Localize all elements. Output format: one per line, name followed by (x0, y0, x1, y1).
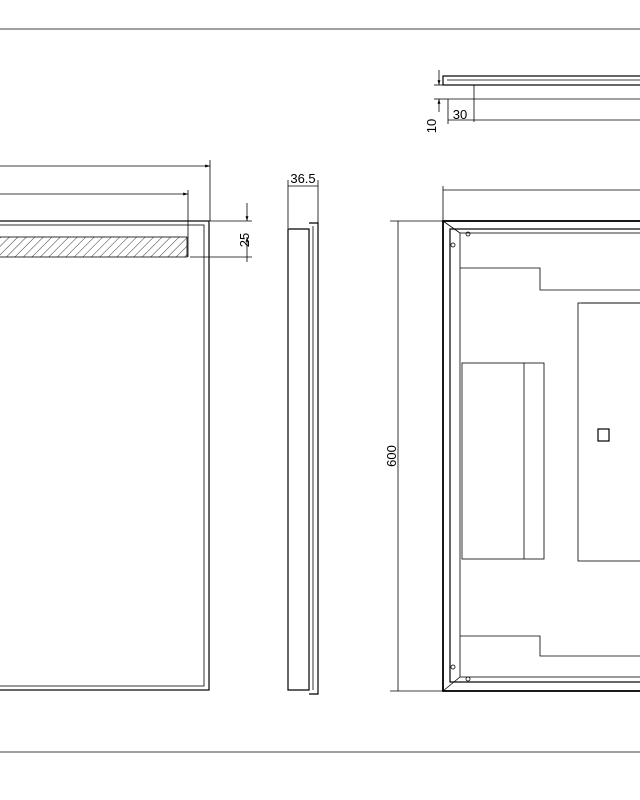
back-height-label: 600 (384, 445, 399, 467)
back-frame-outer (442, 220, 640, 692)
bracket-top (460, 267, 640, 291)
side-view: 36.5 (287, 171, 319, 695)
back-view: 600 (384, 186, 640, 692)
front-mirror-outline (0, 220, 210, 691)
front-mirror-inner (0, 224, 205, 687)
led-height-label: 25 (237, 233, 252, 247)
top-inset-label: 30 (453, 107, 467, 122)
top-view: 10 30 (424, 70, 640, 133)
side-depth-label: 36.5 (290, 171, 315, 186)
top-thickness-label: 10 (424, 119, 439, 133)
led-strip-hatch (0, 236, 188, 258)
top-profile-outer (442, 75, 640, 86)
switch-icon (597, 428, 610, 442)
power-module (461, 362, 545, 560)
front-view: 25 (0, 160, 252, 691)
side-profile-back (287, 228, 310, 691)
back-recess (459, 232, 640, 678)
bracket-bottom (460, 635, 640, 657)
screw-bottom-left (450, 664, 456, 670)
screw-top-right (465, 231, 471, 237)
screw-bottom-right (465, 676, 471, 682)
back-corner-bl (442, 676, 461, 692)
side-profile-front (309, 222, 319, 695)
back-frame-inner (449, 228, 640, 683)
screw-top-left (450, 242, 456, 248)
back-corner-tl (442, 220, 461, 234)
